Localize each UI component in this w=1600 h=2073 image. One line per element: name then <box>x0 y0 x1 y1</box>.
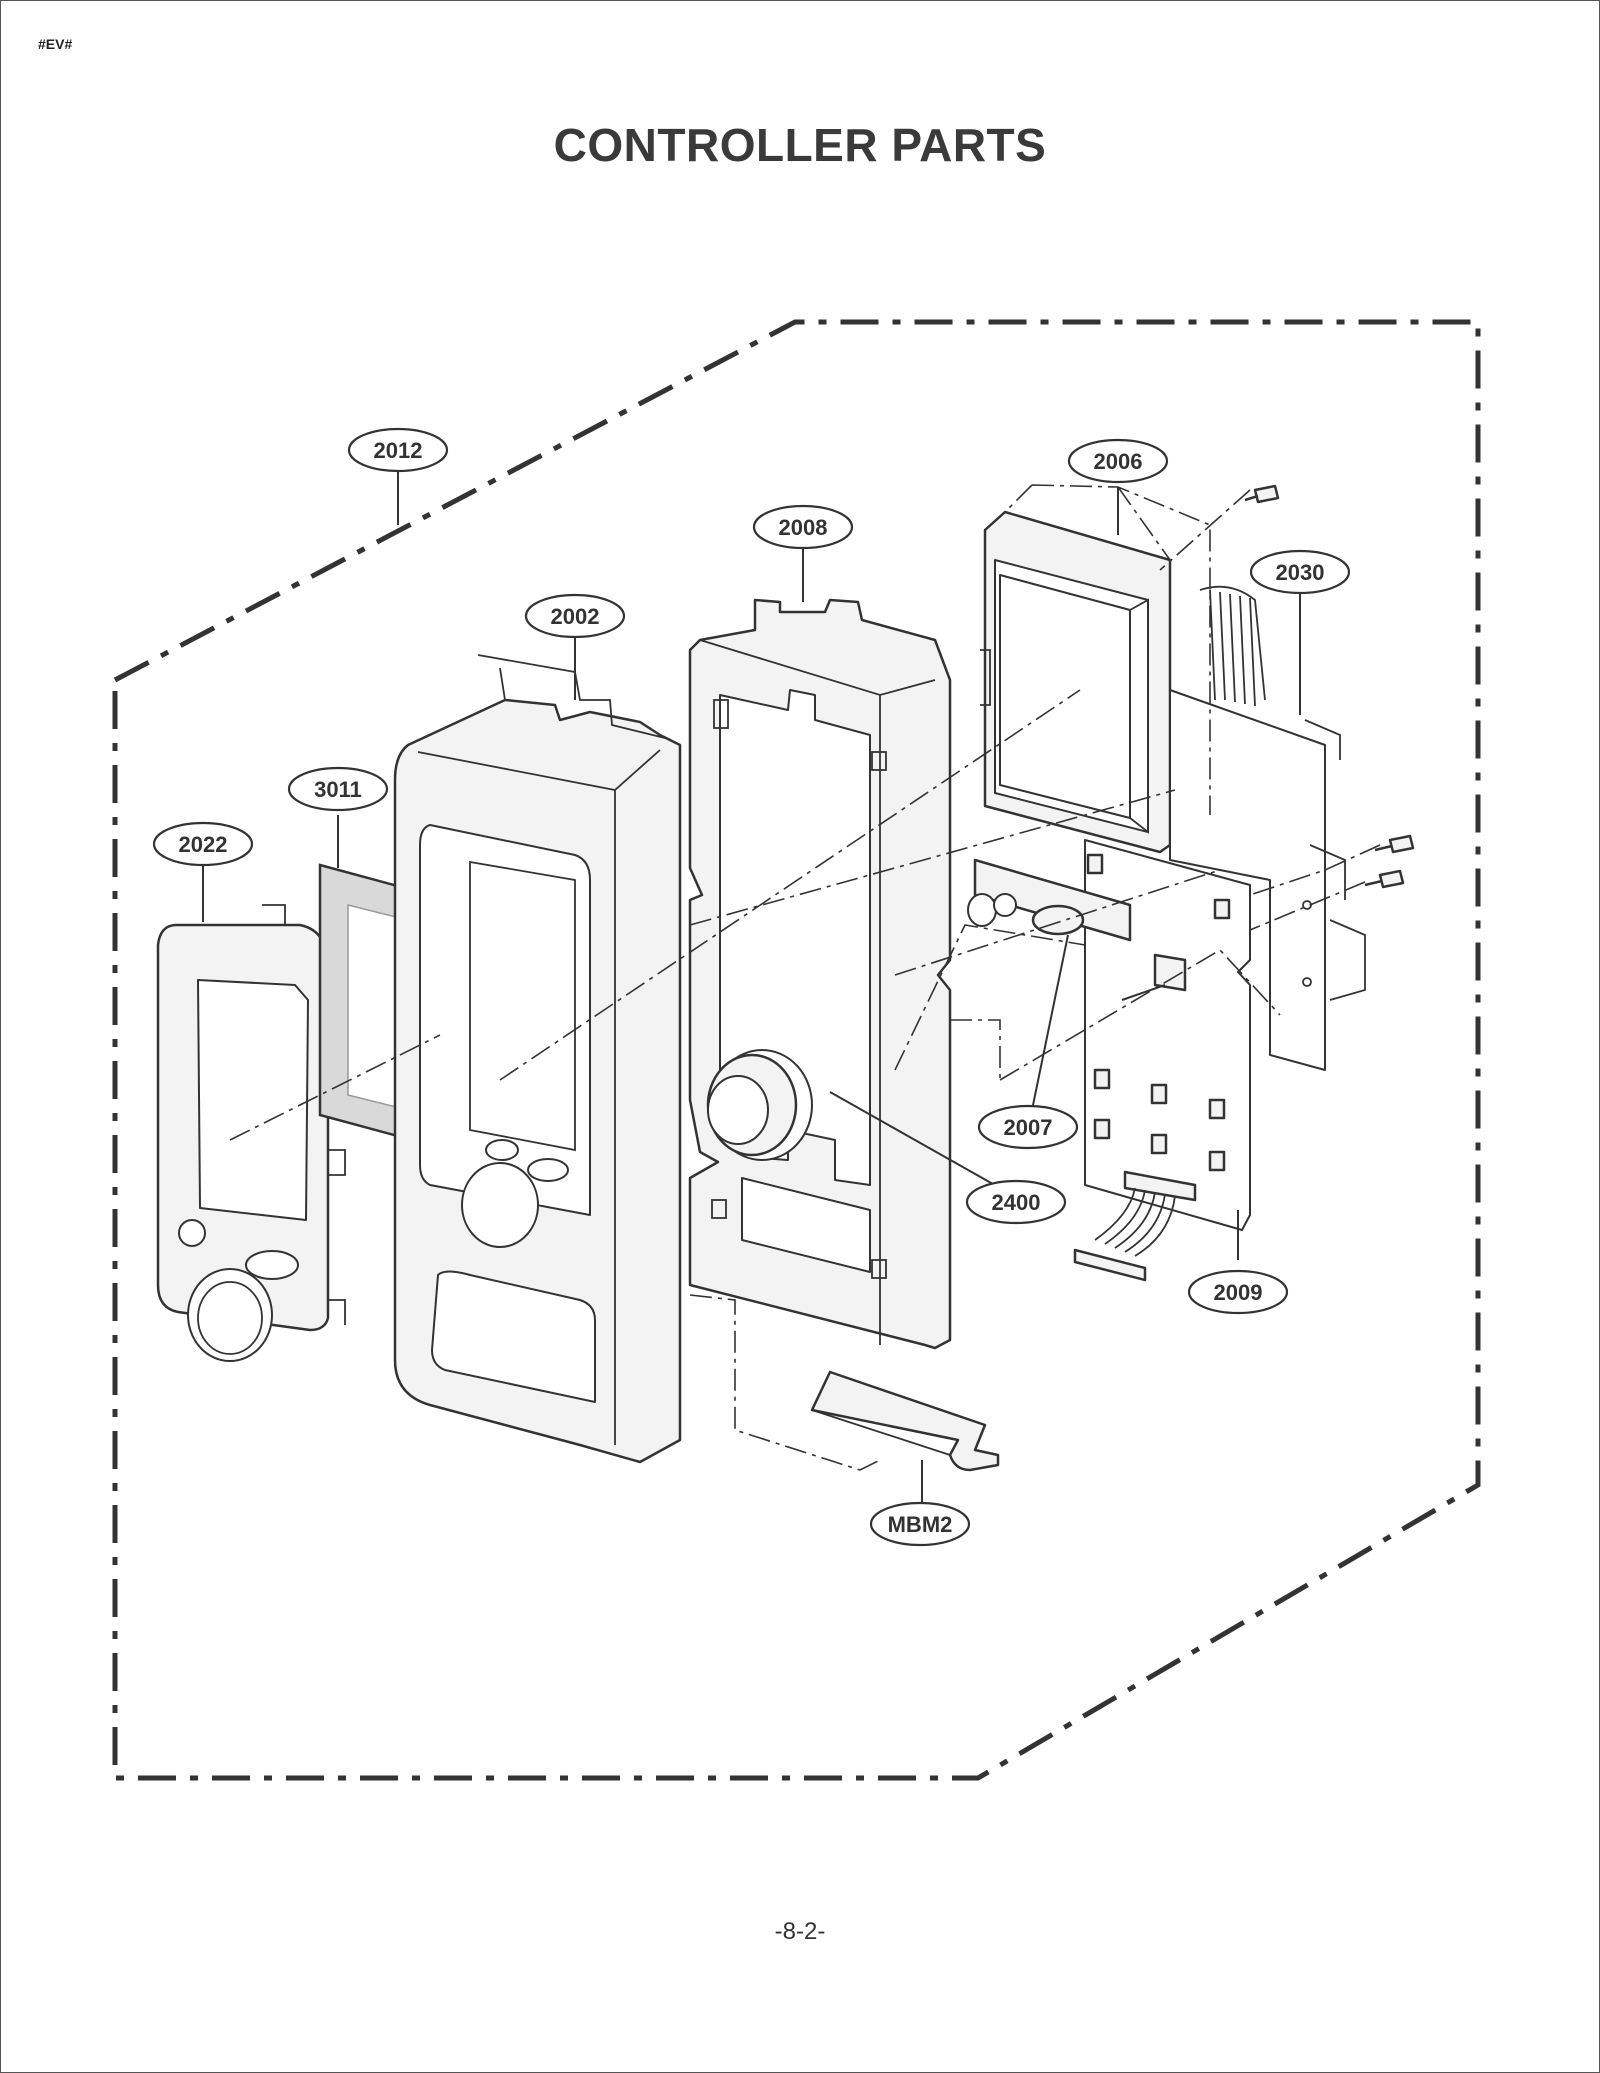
callout-2002: 2002 <box>524 593 626 639</box>
assembly-boundary <box>112 319 1481 1781</box>
svg-text:2009: 2009 <box>1214 1280 1263 1305</box>
part-2030-pcb <box>1169 585 1366 1071</box>
part-2008-inner-frame <box>688 598 952 1350</box>
part-2400-knob <box>706 1053 798 1157</box>
svg-text:2007: 2007 <box>1004 1115 1053 1140</box>
callout-2022: 2022 <box>152 821 254 867</box>
part-MBM2-bracket <box>810 1370 1000 1472</box>
callout-2030: 2030 <box>1249 549 1351 595</box>
svg-text:2012: 2012 <box>374 438 423 463</box>
svg-text:2008: 2008 <box>779 515 828 540</box>
svg-text:2006: 2006 <box>1094 449 1143 474</box>
construction-lines <box>229 484 1381 1471</box>
part-2002-front-cover <box>393 654 682 1464</box>
part-2022-front-panel <box>156 904 346 1362</box>
callout-2008: 2008 <box>752 504 854 550</box>
callout-2400: 2400 <box>965 1179 1067 1225</box>
callout-2006: 2006 <box>1067 438 1169 484</box>
callout-MBM2: MBM2 <box>869 1501 971 1547</box>
leader-lines <box>202 470 1301 1504</box>
part-2006-lcd-module <box>980 510 1172 854</box>
page-number: -8-2- <box>774 1918 826 1945</box>
document-code: #EV# <box>38 36 73 52</box>
callout-3011: 3011 <box>287 766 389 812</box>
callout-2009: 2009 <box>1187 1269 1289 1315</box>
svg-text:MBM2: MBM2 <box>888 1512 953 1537</box>
callout-2012: 2012 <box>347 427 449 473</box>
svg-text:2002: 2002 <box>551 604 600 629</box>
page-title: CONTROLLER PARTS <box>553 119 1047 171</box>
svg-text:2022: 2022 <box>179 832 228 857</box>
screws <box>1244 484 1415 889</box>
svg-text:2400: 2400 <box>992 1190 1041 1215</box>
svg-text:2030: 2030 <box>1276 560 1325 585</box>
callout-2007: 2007 <box>977 1104 1079 1150</box>
svg-text:3011: 3011 <box>314 777 362 802</box>
